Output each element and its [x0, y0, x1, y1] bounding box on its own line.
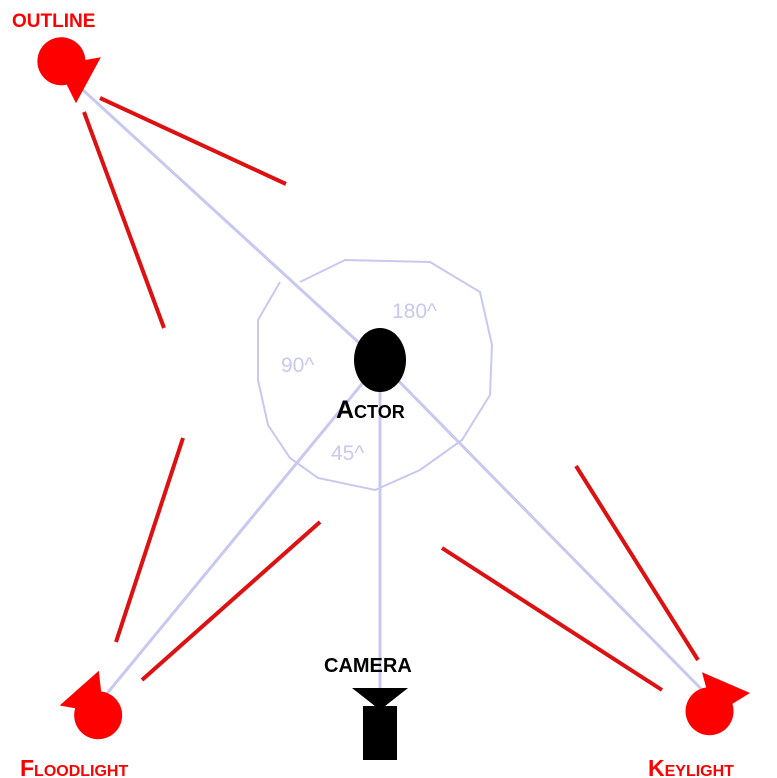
actor-label: Actor — [336, 396, 405, 424]
floodlight-icon — [59, 670, 123, 740]
angle-90-label: 90^ — [281, 354, 314, 377]
guide-line-outline — [70, 78, 382, 364]
beam-keylight-left — [440, 546, 664, 692]
outline-light-icon — [37, 37, 101, 104]
guide-line-keylight — [378, 360, 714, 702]
beam-outline-down — [82, 111, 166, 329]
angle-region — [257, 258, 494, 492]
beam-floodlight-up — [114, 437, 185, 643]
angle-180-label: 180^ — [392, 300, 437, 323]
guide-line-floodlight — [98, 361, 382, 703]
camera-icon — [352, 688, 408, 760]
beam-keylight-up — [574, 464, 700, 662]
angle-45-label: 45^ — [331, 442, 364, 465]
camera-label: CAMERA — [324, 655, 412, 677]
beam-floodlight-right — [140, 520, 322, 682]
beam-outline-right — [99, 96, 287, 186]
outline-label: OUTLINE — [12, 11, 95, 32]
actor-head-icon — [354, 328, 406, 392]
floodlight-label: Floodlight — [20, 755, 128, 778]
keylight-label: Keylight — [648, 755, 734, 778]
keylight-icon — [685, 672, 751, 736]
